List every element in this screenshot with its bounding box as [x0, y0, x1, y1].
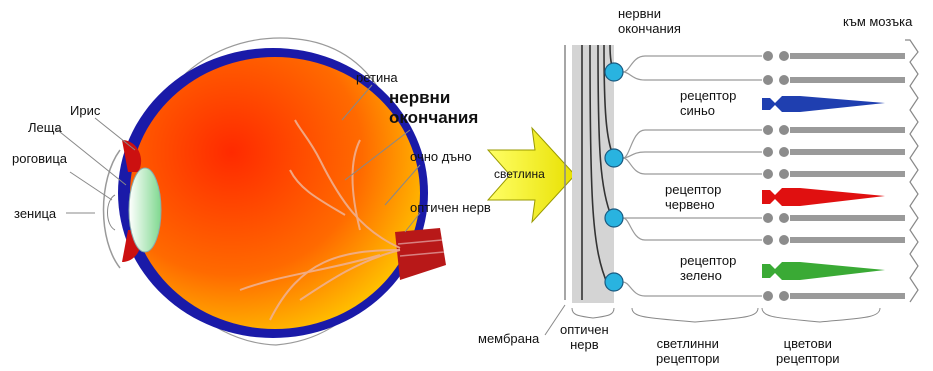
label-receptor-red: рецептор червено [665, 182, 721, 212]
rod-segment [790, 149, 905, 155]
label-light: светлина [494, 167, 545, 182]
rod-receptor [779, 291, 789, 301]
label-receptor-green: рецептор зелено [680, 253, 736, 283]
label-optic-nerve: оптичен нерв [410, 200, 491, 215]
rod-receptor [763, 147, 773, 157]
label-pupil: зеница [14, 206, 56, 221]
vitreous-body [130, 57, 420, 329]
nerve-fiber [623, 72, 762, 80]
label-nerve-endings-bold: нервни окончания [389, 88, 478, 128]
label-iris: Ирис [70, 103, 100, 118]
label-light-receptors: светлинни рецептори [656, 336, 720, 366]
nerve-node [605, 63, 623, 81]
rod-receptor [779, 169, 789, 179]
rod-receptor [763, 51, 773, 61]
lens-shape [129, 168, 161, 252]
label-retina: ретина [356, 70, 398, 85]
nerve-node [605, 149, 623, 167]
nerve-node [605, 209, 623, 227]
rod-segment [790, 53, 905, 59]
rod-segment [790, 215, 905, 221]
rod-receptor [779, 51, 789, 61]
rod-receptor [779, 235, 789, 245]
rod-segment [790, 127, 905, 133]
rod-segment [790, 293, 905, 299]
nerve-fiber [623, 282, 762, 296]
rod-receptor [763, 169, 773, 179]
rod-receptor [779, 75, 789, 85]
label-to-brain: към мозъка [843, 14, 912, 29]
rod-receptor [779, 125, 789, 135]
label-lens: Леща [28, 120, 62, 135]
retina-detail [545, 40, 918, 335]
nerve-fiber [623, 158, 762, 174]
rod-receptor [763, 213, 773, 223]
nerve-node [605, 273, 623, 291]
label-nerve-endings: нервни окончания [618, 6, 681, 36]
label-color-receptors: цветови рецептори [776, 336, 840, 366]
rod-receptor [763, 235, 773, 245]
rod-receptor [763, 75, 773, 85]
nerve-fiber [623, 130, 762, 158]
nerve-fiber [623, 56, 762, 72]
receptor-rows [623, 51, 905, 301]
label-fundus: очно дъно [410, 149, 472, 164]
blue-cone [762, 96, 885, 112]
label-membrane: мембрана [478, 331, 539, 346]
rod-receptor [763, 291, 773, 301]
rod-segment [790, 77, 905, 83]
nerve-fiber [623, 218, 762, 240]
brain-edge [905, 40, 918, 302]
rod-receptor [779, 147, 789, 157]
rod-receptor [763, 125, 773, 135]
rod-segment [790, 237, 905, 243]
rod-segment [790, 171, 905, 177]
nerve-fiber [623, 152, 762, 158]
optic-nerve-band [572, 45, 614, 303]
label-cornea: роговица [12, 151, 67, 166]
green-cone [762, 262, 885, 280]
red-cone [762, 188, 885, 206]
cornea-arc [104, 150, 121, 268]
label-receptor-blue: рецептор синьо [680, 88, 736, 118]
rod-receptor [779, 213, 789, 223]
label-optic-nerve-bottom: оптичен нерв [560, 322, 609, 352]
